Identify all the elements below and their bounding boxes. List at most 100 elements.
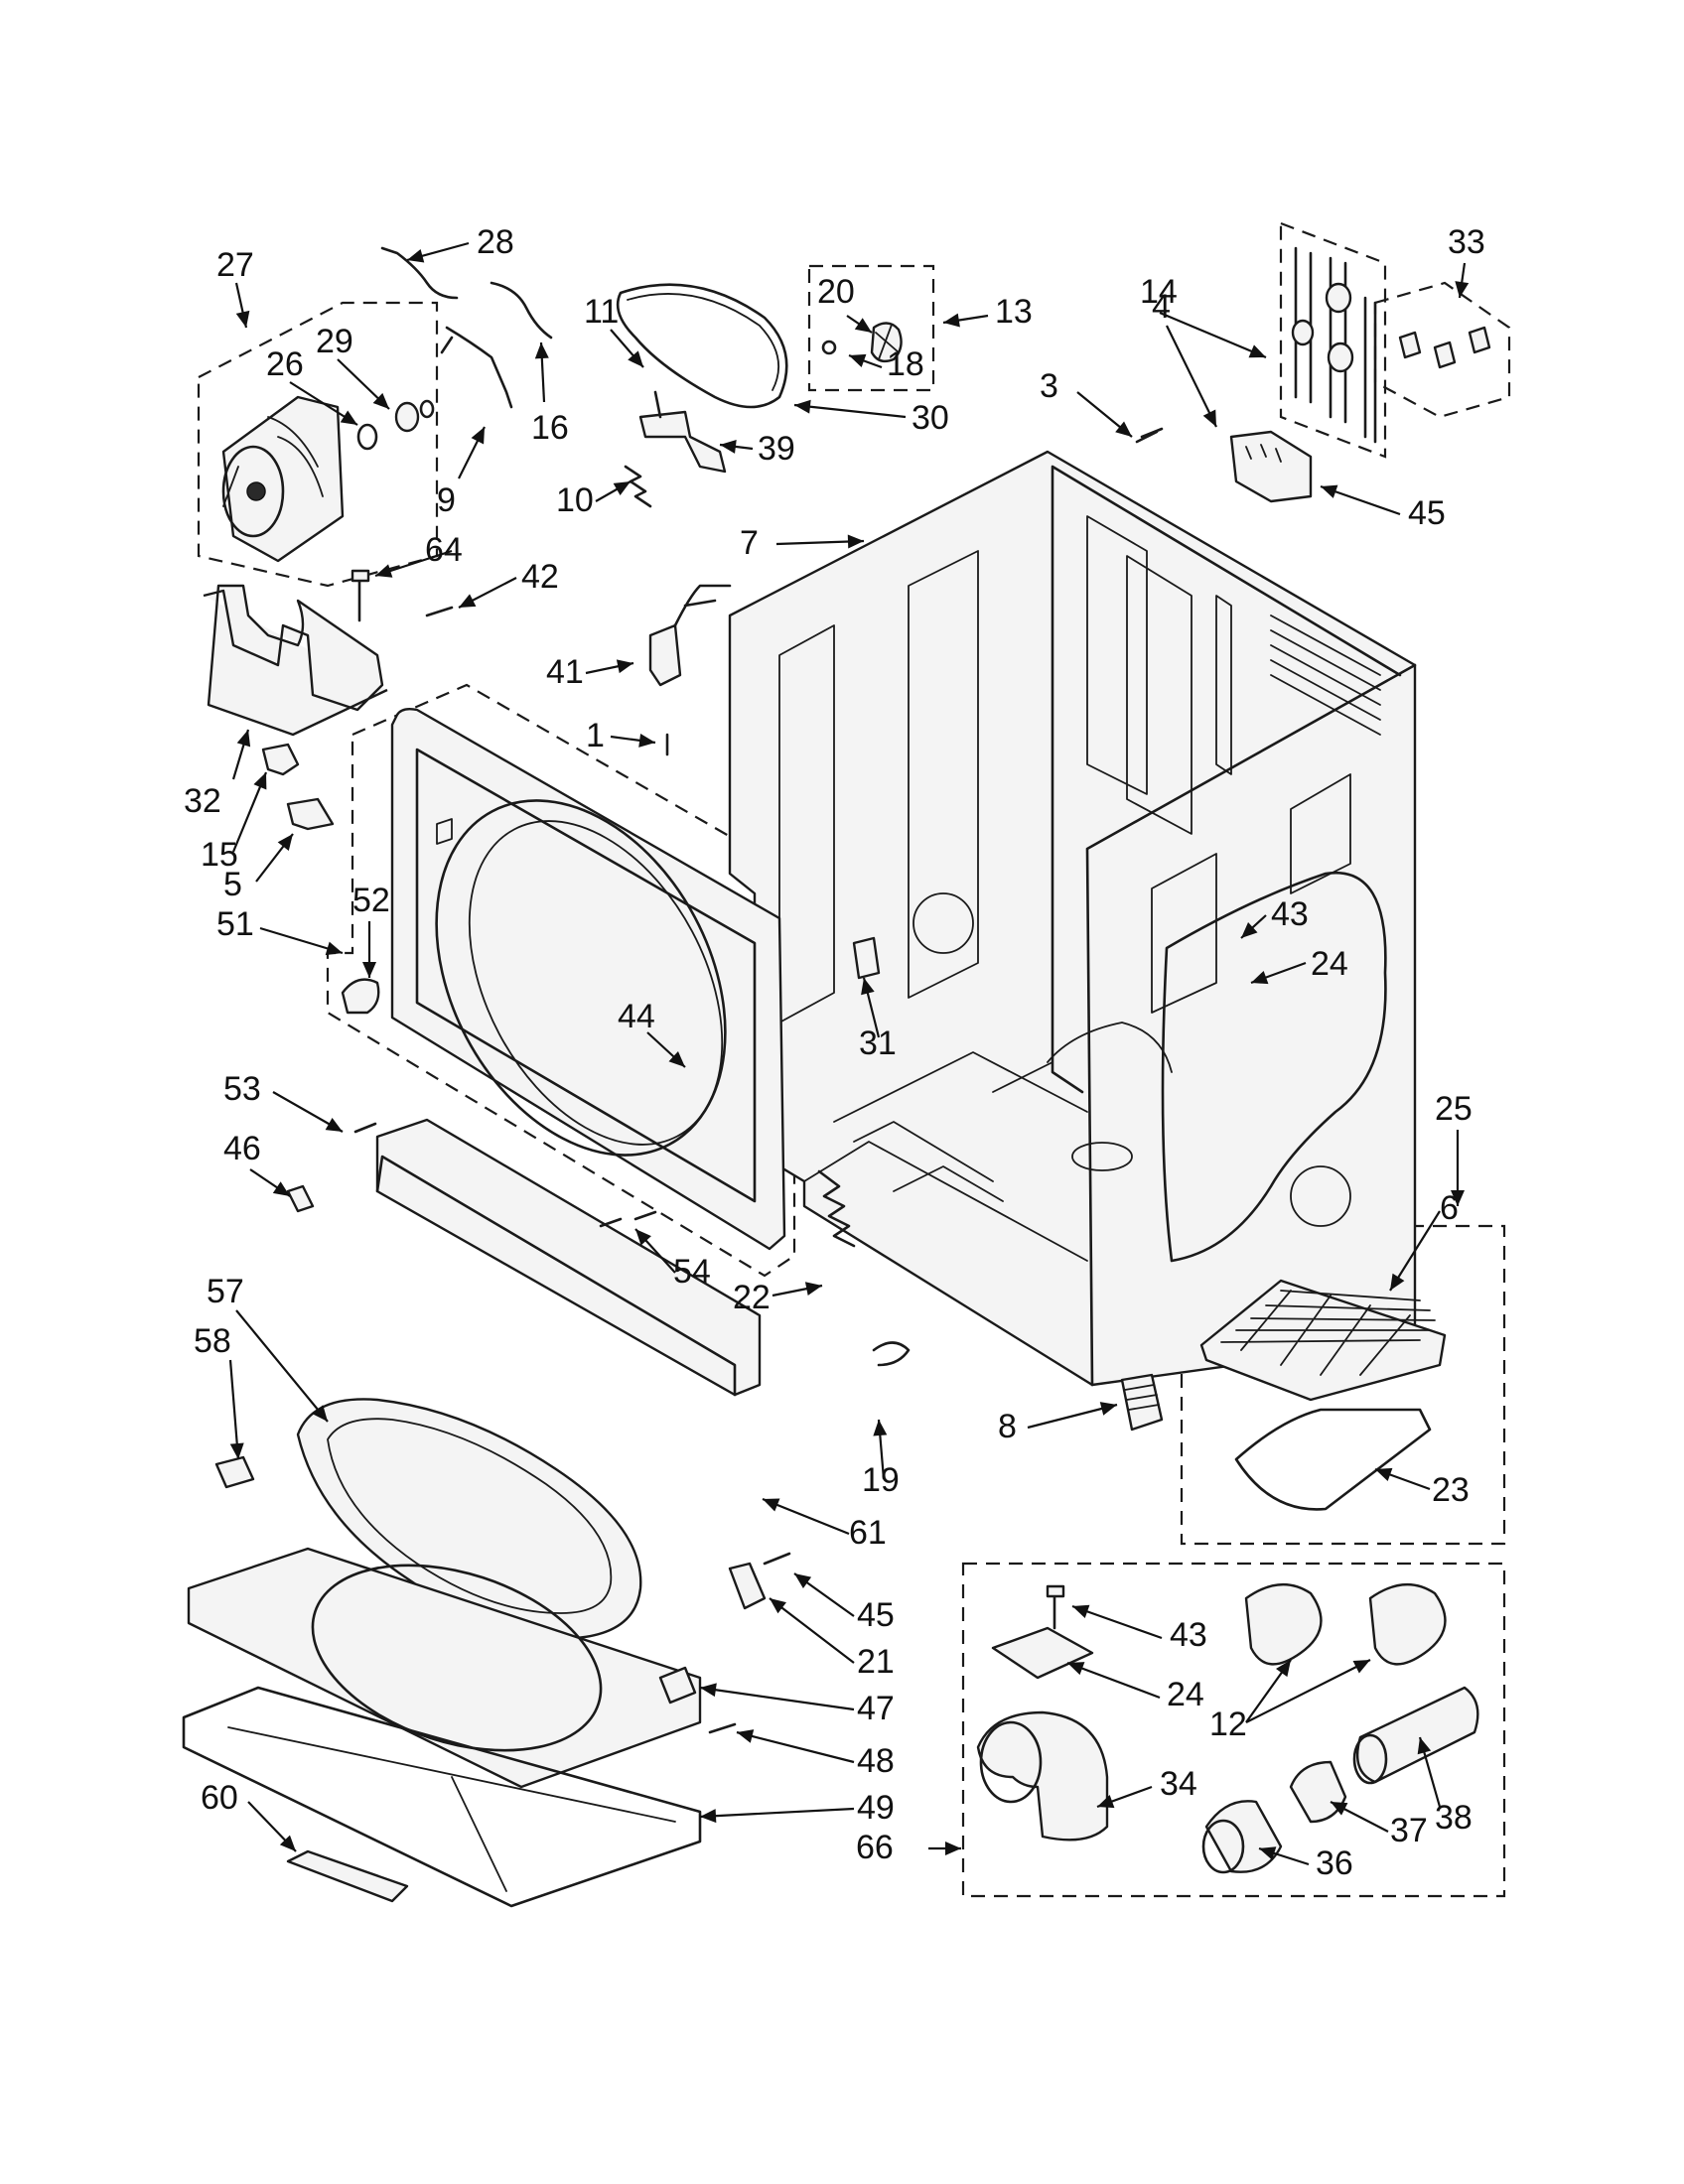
leader-arrowhead-24 (253, 772, 267, 790)
leader-arrowhead-26 (362, 962, 376, 978)
callout-43a: 43 (1271, 895, 1309, 933)
drum-belt-inner (627, 293, 780, 391)
valve-knob-2 (1327, 341, 1354, 373)
leader-arrowhead-6 (628, 350, 643, 367)
hinge-47 (658, 1666, 697, 1705)
leader-arrowhead-38 (312, 1405, 328, 1422)
motor-end-cap (221, 445, 285, 538)
exhaust-connector-36 (1204, 1800, 1283, 1873)
leader-arrowhead-56 (1331, 1802, 1348, 1816)
leader-arrowhead-35 (1390, 1273, 1405, 1291)
leader-line-39 (228, 1359, 240, 1460)
callout-41: 41 (546, 653, 584, 691)
clip-46 (286, 1184, 315, 1213)
leader-arrowhead-13 (1248, 344, 1266, 358)
tab-31 (852, 936, 881, 980)
idler-pulley-spokes (875, 324, 900, 360)
leader-arrowhead-30 (668, 1051, 685, 1067)
motor-pulley-washer (356, 423, 378, 451)
leader-arrowhead-33 (272, 1181, 290, 1196)
leader-arrowhead-22 (638, 733, 655, 748)
cabinet-round-port (1290, 1165, 1351, 1227)
wire-harness-28 (380, 246, 459, 300)
leader-line-45 (769, 1597, 855, 1664)
leader-arrowhead-54 (1417, 1737, 1432, 1755)
lint-filter-6 (1199, 1279, 1447, 1402)
coil-clip-1 (1398, 331, 1422, 359)
callout-1: 1 (586, 717, 605, 754)
callout-58: 58 (194, 1322, 231, 1360)
leader-arrowhead-1 (235, 310, 250, 328)
callout-43b: 43 (1170, 1616, 1207, 1654)
front-panel-door-opening (435, 799, 727, 1157)
leader-arrowhead-55 (279, 1835, 296, 1851)
screw-45b (763, 1552, 791, 1566)
door-gasket-inner (327, 1418, 613, 1614)
exhaust-kit-group-box (961, 1562, 1506, 1898)
leader-arrowhead-36 (635, 1229, 651, 1246)
leader-arrowhead-40 (1099, 1402, 1117, 1416)
callout-39: 39 (758, 430, 795, 468)
leader-arrowhead-41 (873, 1420, 888, 1436)
leader-line-51 (736, 1730, 855, 1764)
callout-52: 52 (352, 882, 390, 919)
exhaust-elbow-mouth (979, 1720, 1043, 1804)
leader-arrowhead-23 (236, 730, 251, 748)
leader-line-52 (699, 1807, 855, 1819)
door-catch-58 (214, 1455, 255, 1489)
callout-44: 44 (618, 998, 655, 1035)
leader-arrowhead-53 (1097, 1794, 1115, 1809)
callout-25: 25 (1435, 1090, 1473, 1128)
leader-arrowhead-52 (700, 1809, 717, 1824)
door-frame-49 (182, 1686, 702, 1908)
exhaust-pipe-38 (1355, 1686, 1479, 1784)
motor-shaft (246, 481, 266, 501)
leader-arrowhead-4 (534, 342, 549, 359)
toe-panel-lip (375, 1155, 737, 1397)
callout-54: 54 (673, 1253, 711, 1291)
thermostat-body (648, 623, 682, 687)
callout-27: 27 (216, 246, 254, 284)
leader-lines (228, 241, 1470, 1866)
callout-19: 19 (862, 1461, 900, 1499)
cabinet (728, 450, 1417, 1387)
callout-30: 30 (912, 399, 949, 437)
callout-10: 10 (556, 481, 594, 519)
leader-line-47 (699, 1686, 855, 1711)
callout-51: 51 (216, 905, 254, 943)
callout-48: 48 (857, 1742, 895, 1780)
screw-53 (353, 1122, 377, 1134)
cabinet-inner-back (1051, 465, 1402, 1094)
leader-arrowhead-10 (794, 399, 811, 414)
leader-arrowhead-45 (770, 1598, 786, 1614)
callout-37: 37 (1390, 1812, 1428, 1849)
screw-64-head (351, 569, 370, 583)
leader-arrowhead-48 (1067, 1662, 1085, 1676)
leader-arrowhead-8 (943, 313, 960, 328)
callout-28: 28 (477, 223, 514, 261)
callout-36: 36 (1316, 1844, 1353, 1882)
gas-valve-coils (1291, 246, 1491, 444)
leader-line-50 (1245, 1659, 1371, 1723)
leader-arrowhead-32 (325, 1117, 343, 1132)
leader-line-15 (1166, 325, 1217, 428)
callout-24a: 24 (1311, 945, 1348, 983)
terminal-block (1229, 430, 1313, 503)
callout-15: 15 (201, 836, 238, 874)
callout-20: 20 (817, 273, 855, 311)
motor-winding (222, 416, 324, 507)
valve-knob-1 (1325, 282, 1352, 314)
callout-13: 13 (995, 293, 1033, 331)
callout-60: 60 (201, 1779, 238, 1817)
callout-53: 53 (223, 1070, 261, 1108)
callout-23: 23 (1432, 1471, 1470, 1509)
callout-5: 5 (223, 866, 242, 903)
lint-screen-housing-23 (1234, 1408, 1432, 1511)
screw-3 (1135, 427, 1164, 444)
valve-group-box (1279, 221, 1387, 459)
callout-33: 33 (1448, 223, 1485, 261)
cabinet-round-port-left (912, 892, 974, 954)
exhaust-pipe-end (1352, 1733, 1388, 1785)
callout-57: 57 (207, 1273, 244, 1310)
callout-45: 45 (1408, 494, 1446, 532)
